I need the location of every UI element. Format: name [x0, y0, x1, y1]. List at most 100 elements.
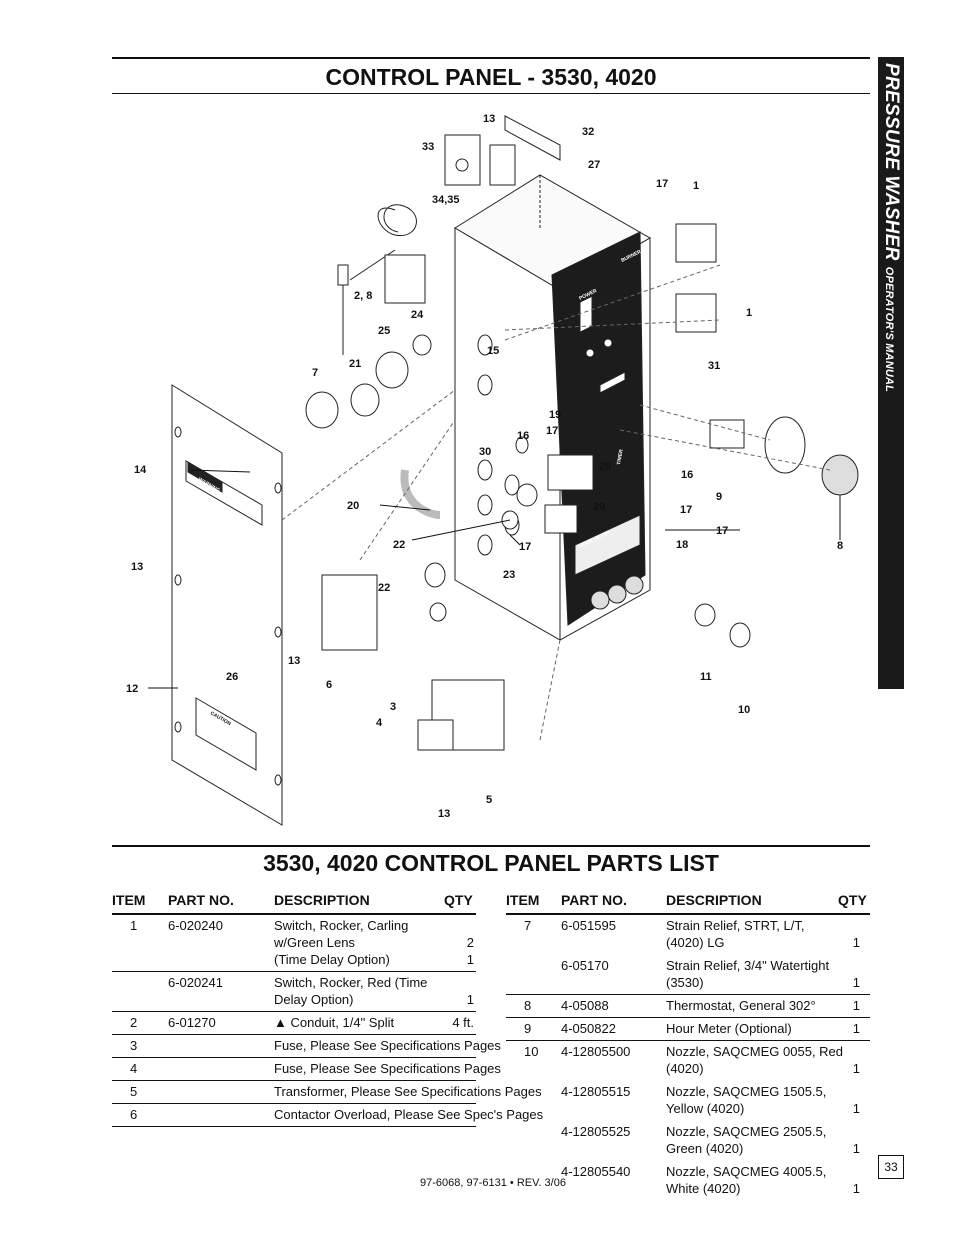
- thermostat-part: [337, 204, 426, 355]
- part-qty: 1: [852, 975, 860, 990]
- part-number: 6-05170: [561, 958, 609, 973]
- callout-16: 16: [517, 430, 529, 442]
- part-description: Contactor Overload, Please See Spec's Pa…: [274, 1107, 544, 1122]
- page-number: 33: [878, 1155, 904, 1179]
- part-qty: 4 ft.: [452, 1015, 474, 1030]
- section-sidebar: PRESSURE WASHER OPERATOR'S MANUAL: [878, 57, 904, 689]
- row-rule: [112, 1034, 476, 1035]
- callout-14: 14: [134, 464, 147, 476]
- part-qty: 1: [852, 1021, 860, 1036]
- header-description: DESCRIPTION: [666, 892, 762, 908]
- faceplate: [551, 231, 646, 626]
- row-rule: [506, 994, 870, 995]
- row-rule: [112, 1103, 476, 1104]
- part-description: Nozzle, SAQCMEG 4005.5,: [666, 1164, 827, 1179]
- part-qty: 1: [466, 952, 474, 967]
- part-description: Switch, Rocker, Carling: [274, 918, 409, 933]
- strain-relief-fittings: [305, 334, 538, 622]
- callout-19: 19: [549, 409, 561, 421]
- callout-3: 3: [390, 701, 396, 713]
- callout-29: 29: [593, 501, 605, 513]
- header-item: ITEM: [506, 892, 540, 908]
- page-title: CONTROL PANEL - 3530, 4020: [325, 64, 657, 90]
- part-qty: 1: [852, 1181, 860, 1196]
- callout-1: 1: [693, 180, 699, 192]
- callout-22: 22: [378, 582, 390, 594]
- row-rule: [112, 971, 476, 972]
- callout-22: 22: [393, 539, 405, 551]
- sidebar-title: PRESSURE WASHER: [881, 63, 902, 261]
- parts-list-title: 3530, 4020 CONTROL PANEL PARTS LIST: [263, 850, 719, 876]
- title-underline: [112, 93, 870, 94]
- callout-1: 1: [746, 307, 752, 319]
- callout-11: 11: [700, 671, 712, 683]
- part-description: Transformer, Please See Specifications P…: [274, 1084, 542, 1099]
- callout-26: 26: [226, 671, 238, 683]
- row-rule: [506, 1017, 870, 1018]
- row-rule: [506, 1040, 870, 1041]
- callout-17: 17: [546, 425, 558, 437]
- door-panel: [171, 384, 283, 826]
- sidebar-subtitle: OPERATOR'S MANUAL: [883, 266, 895, 393]
- callout-15: 15: [487, 345, 499, 357]
- part-number: 6-020241: [168, 975, 223, 990]
- header-qty: QTY: [444, 892, 473, 908]
- item-number: 2: [130, 1015, 138, 1030]
- header-item: ITEM: [112, 892, 146, 908]
- part-description: (4020) LG: [666, 935, 725, 950]
- row-rule: [112, 1126, 476, 1127]
- part-number: 4-12805515: [561, 1084, 631, 1099]
- part-description: ▲ Conduit, 1/4" Split: [274, 1015, 395, 1030]
- item-number: 7: [524, 918, 532, 933]
- item-number: 9: [524, 1021, 532, 1036]
- top-bracket-relay: [444, 115, 561, 186]
- part-description: Fuse, Please See Specifications Pages: [274, 1038, 501, 1053]
- part-number: 4-12805540: [561, 1164, 631, 1179]
- item-number: 6: [130, 1107, 138, 1122]
- part-description: w/Green Lens: [274, 935, 355, 950]
- part-description: Nozzle, SAQCMEG 0055, Red: [666, 1044, 844, 1059]
- callout-5: 5: [486, 794, 492, 806]
- callout-27: 27: [588, 159, 600, 171]
- top-rule: [112, 57, 870, 59]
- header-part-no: PART NO.: [168, 892, 234, 908]
- part-description: Switch, Rocker, Red (Time: [274, 975, 428, 990]
- item-number: 8: [524, 998, 532, 1013]
- part-description: Fuse, Please See Specifications Pages: [274, 1061, 501, 1076]
- callout-2-8: 2, 8: [354, 290, 372, 302]
- callout-34-35: 34,35: [432, 194, 460, 206]
- parts-title-rule: [112, 845, 870, 847]
- part-description: (Time Delay Option): [274, 952, 390, 967]
- callout-32: 32: [582, 126, 594, 138]
- header-rule: [112, 913, 476, 915]
- callout-17: 17: [716, 525, 728, 537]
- part-number: 4-12805525: [561, 1124, 631, 1139]
- part-number: 6-01270: [168, 1015, 216, 1030]
- callout-7: 7: [312, 367, 318, 379]
- part-qty: 1: [466, 992, 474, 1007]
- part-qty: 1: [852, 998, 860, 1013]
- row-rule: [112, 1011, 476, 1012]
- sidebar-label: PRESSURE WASHER OPERATOR'S MANUAL: [880, 63, 902, 392]
- part-qty: 1: [852, 1141, 860, 1156]
- part-description: Hour Meter (Optional): [666, 1021, 792, 1036]
- callout-8: 8: [837, 540, 843, 552]
- callout-13: 13: [483, 113, 495, 125]
- callout-17: 17: [680, 504, 692, 516]
- callout-25: 25: [378, 325, 390, 337]
- timer-label: TIMER: [616, 449, 625, 466]
- callout-13: 13: [438, 808, 450, 820]
- part-qty: 1: [852, 1061, 860, 1076]
- part-description: Yellow (4020): [666, 1101, 745, 1116]
- rocker-switches: [675, 223, 717, 333]
- part-description: Strain Relief, 3/4" Watertight: [666, 958, 830, 973]
- item-number: 4: [130, 1061, 138, 1076]
- part-description: White (4020): [666, 1181, 741, 1196]
- header-qty: QTY: [838, 892, 867, 908]
- part-description: Thermostat, General 302°: [666, 998, 816, 1013]
- part-description: Delay Option): [274, 992, 354, 1007]
- header-rule: [506, 913, 870, 915]
